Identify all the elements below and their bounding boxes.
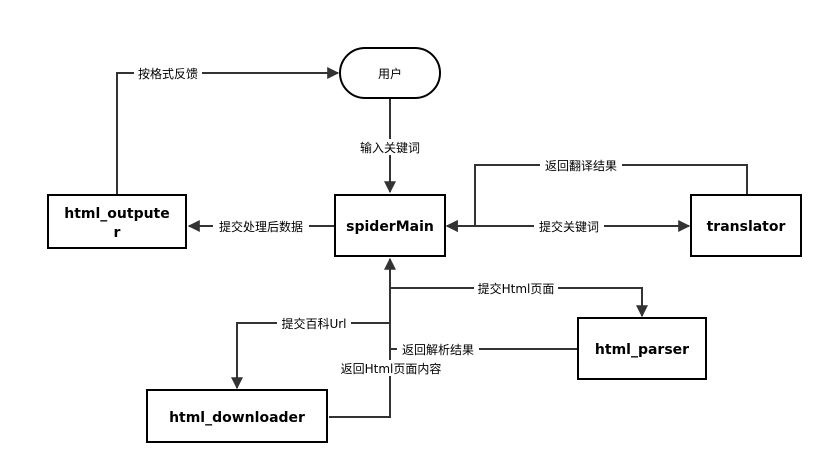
edge-label-input-keyword: 输入关键词 <box>360 140 420 155</box>
edge-label-feedback: 按格式反馈 <box>138 66 198 81</box>
edge-label-return-html-content: 返回Html页面内容 <box>341 361 442 376</box>
html-downloader-node-label: html_downloader <box>169 410 305 426</box>
edge-label-submit-html-page: 提交Html页面 <box>478 281 555 296</box>
edge-downloader-to-spidermain <box>329 257 396 418</box>
html-outputer-node-label-line2: r <box>114 225 121 241</box>
user-node <box>339 47 441 99</box>
user-node-label: 用户 <box>378 66 402 81</box>
spidermain-node <box>334 194 446 257</box>
html-outputer-node-label-line1: html_outpute <box>64 206 170 222</box>
edge-label-return-parse-result: 返回解析结果 <box>402 343 474 357</box>
translator-node <box>690 194 802 257</box>
edge-spidermain-to-downloader <box>231 322 390 390</box>
edge-label-return-translation: 返回翻译结果 <box>545 159 617 173</box>
html-outputer-node <box>47 194 187 249</box>
edge-label-submit-processed-data: 提交处理后数据 <box>219 219 303 234</box>
translator-node-label: translator <box>707 219 786 235</box>
spidermain-node-label: spiderMain <box>346 219 434 235</box>
edge-outputer-to-user <box>116 67 340 195</box>
html-parser-node-label: html_parser <box>595 342 689 358</box>
edge-label-submit-keyword: 提交关键词 <box>539 219 599 234</box>
edge-label-submit-baike-url: 提交百科Url <box>281 316 346 331</box>
html-parser-node <box>577 317 707 380</box>
html-downloader-node <box>146 389 328 443</box>
